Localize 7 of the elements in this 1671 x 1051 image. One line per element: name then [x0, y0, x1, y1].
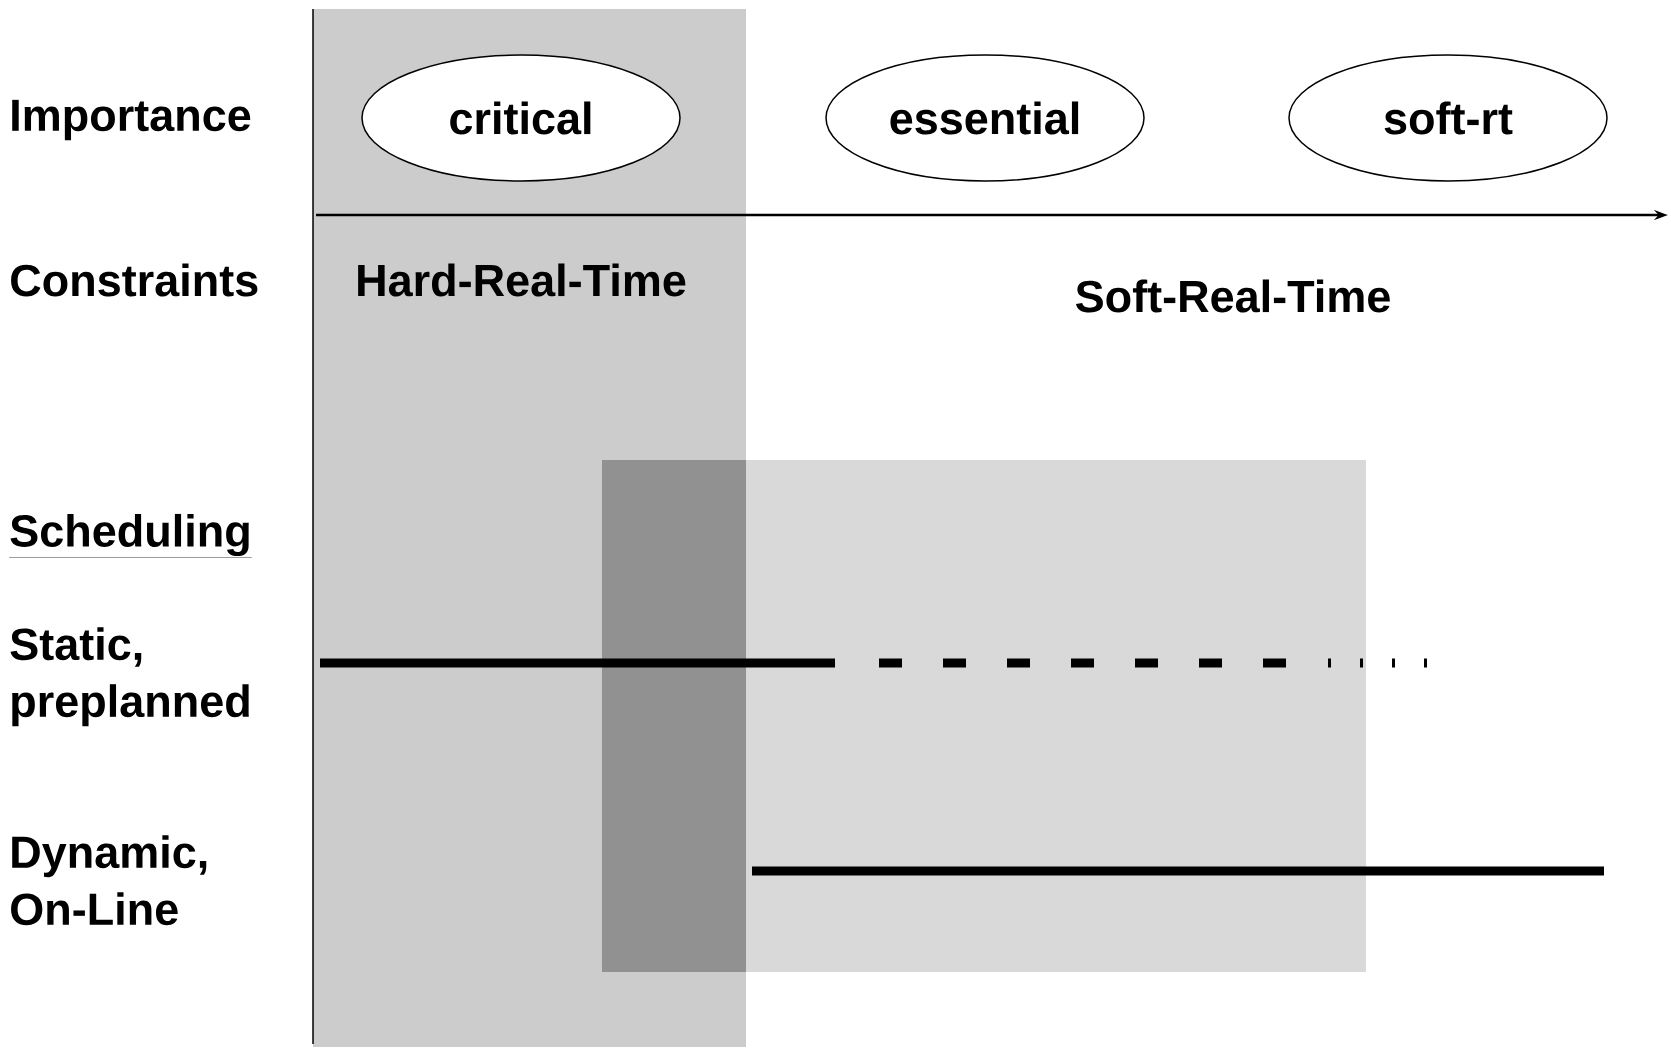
row-label: Soft-Real-Time: [1075, 279, 1390, 313]
row-label: Constraints: [11, 263, 258, 297]
row-label: Static, preplanned: [10, 627, 249, 727]
row-label: Importance: [12, 99, 251, 141]
row-label: Scheduling: [9, 513, 252, 558]
row-label: Dynamic, On-Line: [11, 835, 207, 926]
row-label: Hard-Real-Time: [358, 263, 686, 297]
